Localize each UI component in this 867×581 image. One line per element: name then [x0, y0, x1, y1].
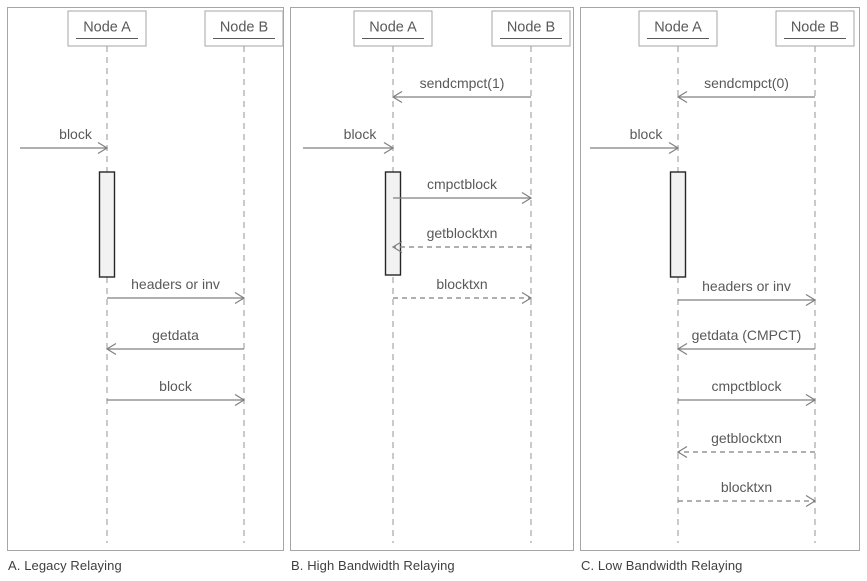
panel-low-bandwidth-relaying — [580, 7, 860, 551]
panel-legacy-relaying — [7, 7, 284, 551]
panel-high-bandwidth-relaying — [290, 7, 574, 551]
caption-panel-c: C. Low Bandwidth Relaying — [581, 558, 743, 573]
caption-panel-b: B. High Bandwidth Relaying — [291, 558, 455, 573]
caption-panel-a: A. Legacy Relaying — [8, 558, 122, 573]
